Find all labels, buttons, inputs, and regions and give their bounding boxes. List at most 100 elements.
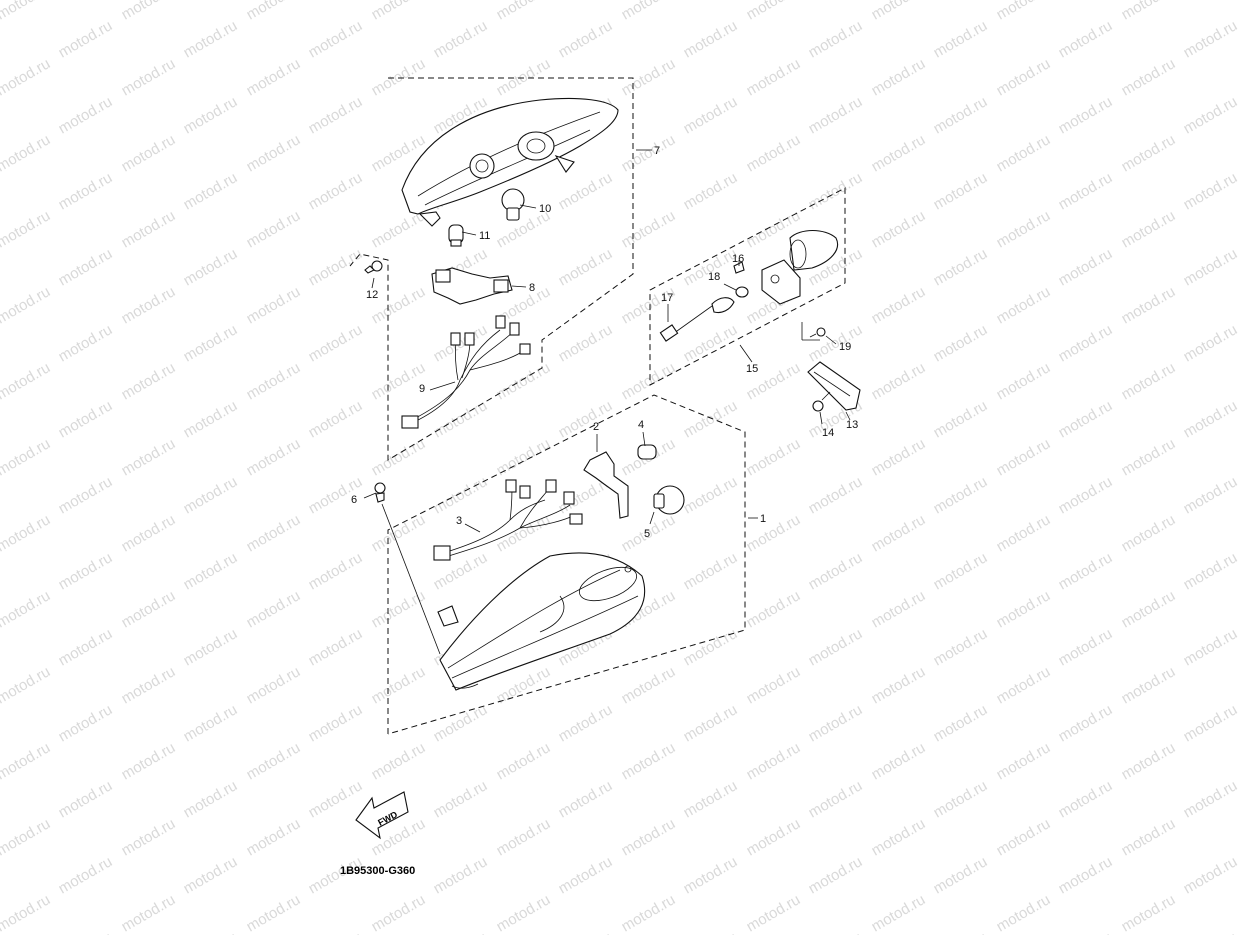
callout-17: 17	[661, 292, 673, 304]
watermark-text: motod.ru	[1056, 245, 1116, 289]
watermark-text: motod.ru	[869, 131, 929, 175]
watermark-text: motod.ru	[119, 283, 179, 327]
assembly-1-group	[363, 394, 758, 735]
watermark-text: motod.ru	[619, 739, 679, 783]
watermark-text: motod.ru	[1056, 853, 1116, 897]
watermark-text: motod.ru	[0, 435, 53, 479]
watermark-text: motod.ru	[1056, 93, 1116, 137]
watermark-text: motod.ru	[931, 397, 991, 441]
watermark-text: motod.ru	[806, 853, 866, 897]
watermark-text: motod.ru	[556, 853, 616, 897]
watermark-text: motod.ru	[56, 929, 116, 935]
watermark-text: motod.ru	[0, 815, 53, 859]
watermark-text: motod.ru	[306, 929, 366, 935]
callout-5: 5	[644, 528, 650, 540]
watermark-text: motod.ru	[931, 549, 991, 593]
watermark-text: motod.ru	[869, 283, 929, 327]
watermark-text: motod.ru	[681, 473, 741, 517]
callout-14: 14	[822, 427, 834, 439]
watermark-text: motod.ru	[994, 663, 1054, 707]
watermark-text: motod.ru	[56, 701, 116, 745]
watermark-text: motod.ru	[681, 397, 741, 441]
watermark-text: motod.ru	[806, 473, 866, 517]
watermark-text: motod.ru	[306, 321, 366, 365]
watermark-text: motod.ru	[119, 891, 179, 935]
watermark-text: motod.ru	[1056, 473, 1116, 517]
watermark-text: motod.ru	[1119, 663, 1179, 707]
watermark-text: motod.ru	[244, 283, 304, 327]
callout-11: 11	[479, 230, 490, 242]
watermark-text: motod.ru	[244, 663, 304, 707]
watermark-text: motod.ru	[1119, 359, 1179, 403]
assembly-15-boundary	[649, 187, 846, 386]
watermark-text: motod.ru	[431, 473, 491, 517]
watermark-text: motod.ru	[244, 207, 304, 251]
watermark-text: motod.ru	[1181, 17, 1241, 61]
watermark-text: motod.ru	[1181, 853, 1241, 897]
watermark-text: motod.ru	[869, 663, 929, 707]
watermark-text: motod.ru	[181, 549, 241, 593]
watermark-text: motod.ru	[931, 321, 991, 365]
watermark-text: motod.ru	[619, 55, 679, 99]
watermark-text: motod.ru	[806, 169, 866, 213]
watermark-text: motod.ru	[994, 207, 1054, 251]
part-13-reflector	[807, 361, 861, 421]
watermark-text: motod.ru	[119, 55, 179, 99]
part-4-bulb	[637, 444, 657, 460]
watermark-text: motod.ru	[244, 0, 304, 23]
watermark-text: motod.ru	[556, 777, 616, 821]
watermark-text: motod.ru	[931, 625, 991, 669]
watermark-text: motod.ru	[556, 321, 616, 365]
watermark-text: motod.ru	[681, 625, 741, 669]
callout-3: 3	[456, 515, 462, 527]
watermark-text: motod.ru	[994, 511, 1054, 555]
watermark-text: motod.ru	[1119, 55, 1179, 99]
part-12-screw	[364, 260, 383, 274]
watermark-text: motod.ru	[931, 169, 991, 213]
watermark-text: motod.ru	[1181, 93, 1241, 137]
watermark-text: motod.ru	[1056, 169, 1116, 213]
watermark-text: motod.ru	[994, 587, 1054, 631]
watermark-text: motod.ru	[306, 397, 366, 441]
watermark-text: motod.ru	[1119, 207, 1179, 251]
watermark-text: motod.ru	[619, 359, 679, 403]
watermark-text: motod.ru	[431, 701, 491, 745]
watermark-text: motod.ru	[244, 891, 304, 935]
part-10-bulb	[501, 188, 525, 221]
callout-8: 8	[529, 282, 535, 294]
watermark-text: motod.ru	[1181, 549, 1241, 593]
watermark-text: motod.ru	[681, 701, 741, 745]
watermark-text: motod.ru	[1119, 511, 1179, 555]
watermark-text: motod.ru	[431, 17, 491, 61]
watermark-text: motod.ru	[119, 435, 179, 479]
part-11-bulb	[448, 224, 464, 247]
watermark-text: motod.ru	[1181, 397, 1241, 441]
watermark-text: motod.ru	[869, 55, 929, 99]
watermark-text: motod.ru	[494, 815, 554, 859]
watermark-text: motod.ru	[369, 359, 429, 403]
watermark-text: motod.ru	[744, 739, 804, 783]
watermark-text: motod.ru	[119, 0, 179, 23]
watermark-text: motod.ru	[1181, 245, 1241, 289]
watermark-text: motod.ru	[56, 397, 116, 441]
watermark-text: motod.ru	[56, 169, 116, 213]
assembly-7-group	[349, 77, 652, 461]
watermark-text: motod.ru	[56, 549, 116, 593]
watermark-text: motod.ru	[994, 739, 1054, 783]
watermark-text: motod.ru	[119, 511, 179, 555]
watermark-text: motod.ru	[119, 587, 179, 631]
watermark-text: motod.ru	[181, 929, 241, 935]
watermark-text: motod.ru	[1181, 625, 1241, 669]
watermark-text: motod.ru	[619, 891, 679, 935]
watermark-text: motod.ru	[869, 435, 929, 479]
watermark-text: motod.ru	[994, 55, 1054, 99]
diagram-code: 1B95300-G360	[340, 865, 415, 877]
watermark-text: motod.ru	[0, 739, 53, 783]
part-14-nut	[812, 391, 831, 425]
watermark-text: motod.ru	[869, 891, 929, 935]
watermark-text: motod.ru	[1119, 815, 1179, 859]
watermark-text: motod.ru	[244, 131, 304, 175]
watermark-text: motod.ru	[869, 359, 929, 403]
watermark-text: motod.ru	[56, 17, 116, 61]
